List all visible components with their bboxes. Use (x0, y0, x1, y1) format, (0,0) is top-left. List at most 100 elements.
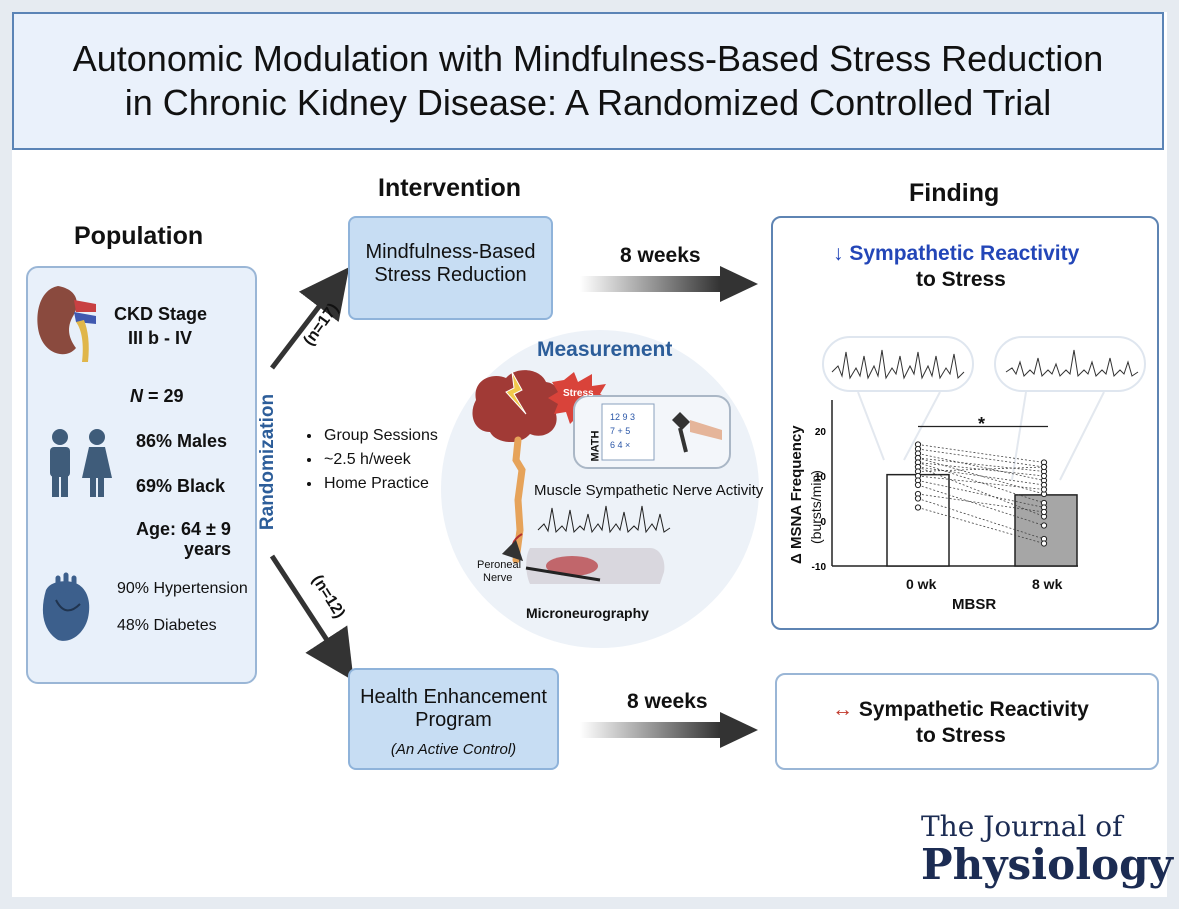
sample-size-value: = 29 (148, 386, 184, 406)
significance-marker: * (978, 414, 986, 434)
control-result-line-2: to Stress (916, 724, 1006, 747)
finding-result-line-2: to Stress (916, 268, 1006, 291)
population-heading: Population (74, 222, 204, 250)
chart-x-tick-0: 0 wk (906, 576, 937, 592)
baseline-trace (831, 349, 965, 380)
leg-icon (501, 533, 665, 584)
hep-line-2: Program (415, 709, 492, 731)
finding-heading: Finding (909, 179, 1000, 207)
post-connector (1011, 391, 1105, 481)
hypertension-stat: 90% Hypertension (117, 580, 248, 597)
y-tick-label: -10 (812, 562, 827, 573)
list-item: ~2.5 h/week (322, 448, 438, 472)
paired-line (917, 475, 1045, 490)
duration-bottom: 8 weeks (627, 690, 708, 713)
arrow-to-mbsr (270, 267, 350, 370)
finding-box (771, 216, 1159, 630)
msna-trace (537, 505, 671, 534)
post-trace (1005, 349, 1139, 378)
data-point (914, 481, 922, 489)
paired-line (917, 457, 1045, 495)
svg-text:12 9 3: 12 9 3 (610, 412, 635, 422)
ckd-stage-label: CKD Stage (114, 304, 208, 324)
mbsr-line-2: Stress Reduction (374, 264, 527, 286)
msna-label: Muscle Sympathetic Nerve Activity (534, 482, 764, 499)
chart-x-tick-1: 8 wk (1032, 576, 1063, 592)
finding-result-text: Sympathetic Reactivity (849, 242, 1080, 265)
list-item: Home Practice (322, 472, 438, 496)
chart-x-label: MBSR (952, 596, 997, 613)
y-tick-label: 20 (815, 427, 827, 438)
svg-text:6 4 ×: 6 4 × (610, 440, 630, 450)
data-point (914, 504, 922, 511)
journal-logo-line-1: The Journal of (921, 810, 1123, 843)
data-point (1040, 472, 1048, 480)
data-point (1040, 522, 1048, 529)
diabetes-stat: 48% Diabetes (117, 617, 217, 634)
mbsr-box: Mindfulness-Based Stress Reduction (348, 216, 553, 320)
hep-note: (An Active Control) (390, 741, 517, 758)
msna-chart: -10 0 10 20 (812, 400, 1078, 573)
randomization-label: Randomization (257, 393, 278, 531)
paired-line (917, 493, 1045, 513)
control-result-line-1: ↔ Sympathetic Reactivity (832, 698, 1089, 722)
stress-label: Stress (563, 388, 594, 399)
chart-y-units: (bursts/min) (808, 470, 824, 544)
measurement-heading: Measurement (537, 338, 673, 361)
paired-line (917, 480, 1045, 508)
sample-size: N = 29 (130, 386, 184, 407)
paired-line (917, 453, 1045, 481)
sample-size-label: N (130, 386, 143, 406)
mbsr-line-1: Mindfulness-Based (365, 241, 536, 263)
mbsr-components-list: Group Sessions ~2.5 h/week Home Practice (308, 424, 438, 496)
hep-line-1: Health Enhancement (360, 686, 547, 708)
hep-box: Health Enhancement Program (An Active Co… (348, 668, 559, 770)
duration-top: 8 weeks (620, 244, 701, 267)
kidney-icon (37, 286, 96, 362)
paired-line (917, 448, 1045, 468)
duration-arrow-top (580, 266, 758, 302)
female-icon (82, 429, 112, 497)
intervention-heading: Intervention (378, 174, 522, 202)
paired-line (917, 457, 1045, 472)
y-tick-label: 10 (815, 472, 827, 483)
math-task-icon: 12 9 3 7 + 5 6 4 × (601, 403, 655, 461)
title-line-2: in Chronic Kidney Disease: A Randomized … (124, 82, 1052, 123)
nerve-label-1: Peroneal (477, 559, 522, 571)
journal-logo-line-2: Physiology (921, 840, 1173, 889)
paired-line (917, 466, 1045, 486)
finding-result-line-1: ↓ Sympathetic Reactivity (833, 242, 1079, 266)
ckd-stage-value: III b - IV (128, 328, 193, 348)
paired-line (917, 507, 1045, 544)
svg-text:7 + 5: 7 + 5 (610, 426, 630, 436)
duration-arrow-bottom (580, 712, 758, 748)
paired-line (917, 462, 1045, 477)
data-point (1040, 508, 1048, 516)
control-result-text: Sympathetic Reactivity (858, 698, 1089, 721)
paired-line (917, 444, 1045, 463)
math-label: MATH (589, 430, 602, 462)
heart-icon (42, 572, 90, 641)
no-change-arrow-icon: ↔ (832, 698, 853, 721)
chart-y-label: Δ MSNA Frequency (788, 425, 805, 564)
control-finding-box (775, 673, 1159, 770)
bar-0-wk (886, 473, 950, 567)
data-point (1040, 540, 1048, 547)
data-point (1040, 486, 1048, 493)
data-point (1040, 463, 1048, 471)
y-tick-label: 0 (820, 517, 826, 528)
arrow-to-hep (269, 554, 354, 681)
microphone-icon (672, 412, 722, 453)
paired-line (917, 466, 1045, 517)
black-stat: 69% Black (136, 476, 226, 496)
male-icon (50, 429, 70, 497)
nerve-label-2: Nerve (483, 572, 513, 584)
list-item: Group Sessions (322, 424, 438, 448)
age-unit: years (184, 539, 232, 559)
title-line-1: Autonomic Modulation with Mindfulness-Ba… (72, 38, 1104, 79)
title-box: Autonomic Modulation with Mindfulness-Ba… (12, 12, 1164, 150)
microneurography-label: Microneurography (526, 605, 649, 621)
paired-line (917, 466, 1045, 472)
data-point (914, 495, 922, 502)
